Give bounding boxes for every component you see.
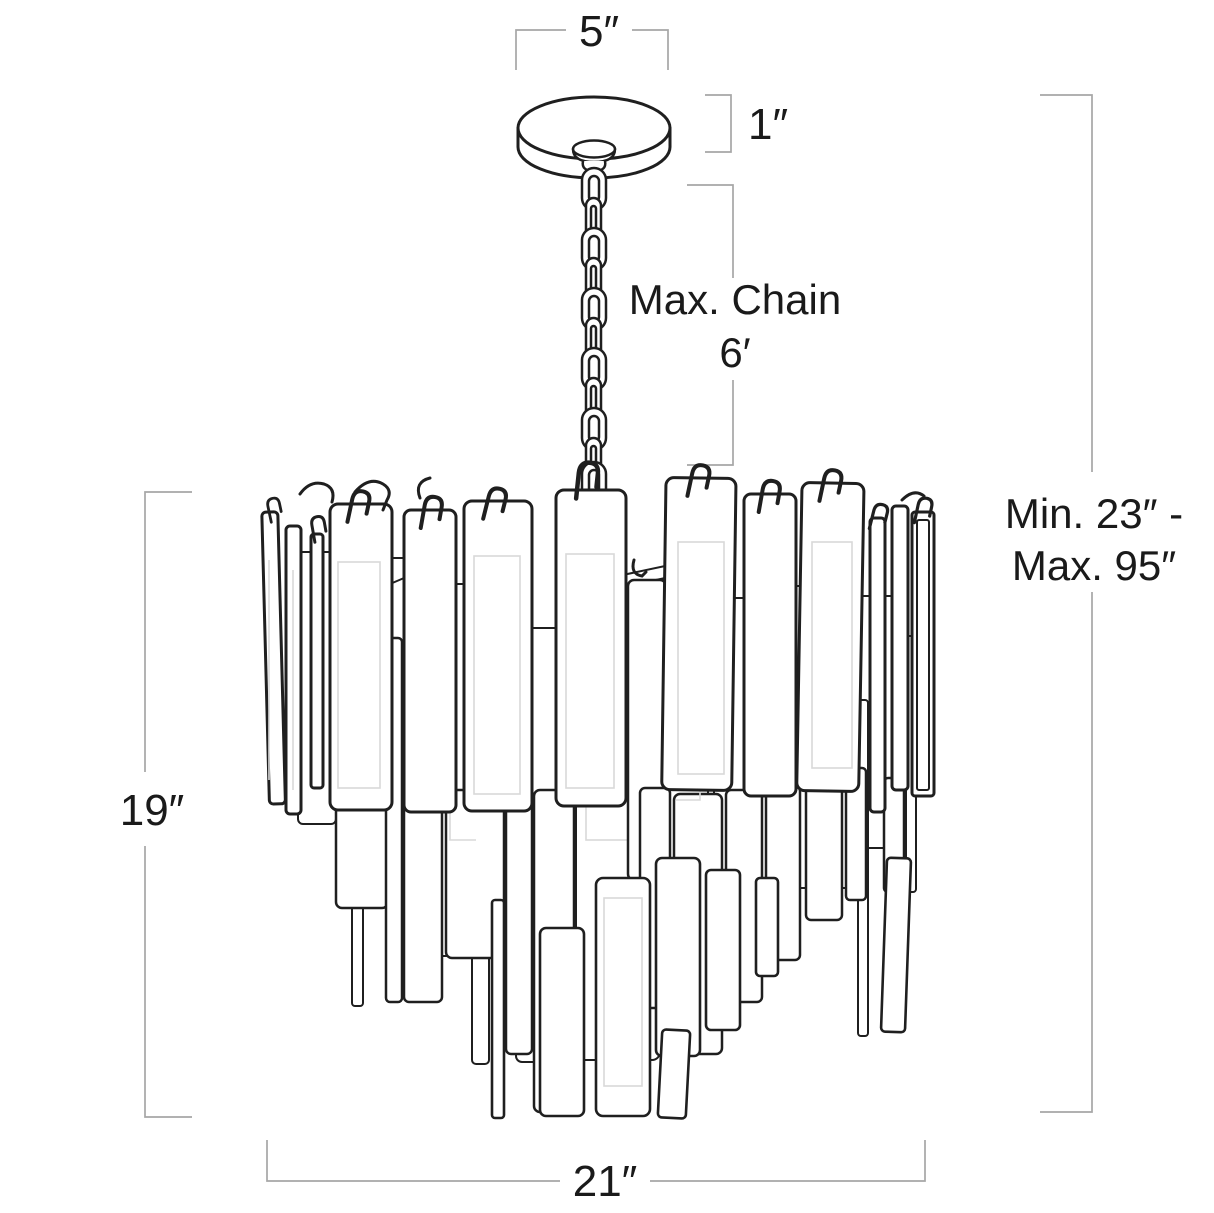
- glass-inner-line: [603, 897, 643, 1087]
- glass-strip: [654, 856, 702, 1058]
- glass-strip: [402, 508, 458, 814]
- chain-label-line2: 6′: [719, 329, 750, 376]
- glass-strip: [328, 502, 394, 812]
- dim-canopy-width: 5″: [515, 7, 669, 70]
- glass-strip: [868, 516, 887, 814]
- hanging-chain: [580, 166, 608, 506]
- glass-strip: [504, 792, 534, 1056]
- glass-strip: [538, 926, 586, 1118]
- glass-tier-front: [260, 462, 936, 816]
- glass-strip: [704, 868, 742, 1032]
- glass-inner-line: [268, 560, 294, 790]
- dim-line-chain: [687, 184, 734, 466]
- glass-strip: [742, 492, 798, 798]
- overall-height-label-line1: Min. 23″ -: [1005, 490, 1183, 537]
- ceiling-canopy: [516, 95, 672, 180]
- glass-strip: [490, 898, 506, 1120]
- glass-tier-bottom: [490, 856, 913, 1120]
- hanger-wire: [416, 476, 432, 500]
- canopy-hub: [571, 139, 617, 159]
- hanger-wire: [298, 481, 335, 504]
- glass-inner-line: [337, 561, 381, 789]
- fixture-body: [260, 462, 936, 1120]
- glass-strip: [804, 776, 844, 922]
- canopy-width-label: 5″: [579, 7, 619, 56]
- fixture-height-label: 19″: [120, 786, 185, 835]
- glass-strip: [594, 876, 652, 1118]
- glass-strip: [795, 481, 866, 793]
- glass-inner-line: [811, 541, 853, 769]
- dim-line-fixture-width: [266, 1140, 926, 1182]
- dim-chain-length: Max. Chain 6′: [629, 184, 841, 466]
- glass-strip: [660, 476, 738, 792]
- hanger-wire: [631, 558, 648, 578]
- dim-line-fixture-height: [144, 491, 192, 1118]
- hanger-wire: [900, 491, 926, 502]
- glass-strip: [309, 532, 325, 790]
- dim-line-canopy-width: [515, 29, 669, 70]
- glass-strip: [260, 510, 287, 806]
- glass-strip: [890, 504, 910, 792]
- glass-inner-line: [565, 553, 615, 789]
- glass-strip: [879, 856, 913, 1034]
- dim-canopy-height: 1″: [705, 94, 788, 153]
- glass-strip: [754, 876, 780, 978]
- chain-label-line1: Max. Chain: [629, 276, 841, 323]
- glass-strip: [656, 1028, 692, 1120]
- dim-line-overall-height: [1040, 94, 1093, 1113]
- hanger-wire: [353, 479, 391, 512]
- glass-strip: [402, 792, 444, 1004]
- glass-strip: [462, 499, 534, 813]
- dimension-annotations: 5″ 1″ Max. Chain 6′ Min. 23″ - Max. 95″ …: [120, 7, 1183, 1206]
- fixture-width-label: 21″: [573, 1157, 638, 1206]
- glass-strip: [554, 488, 628, 808]
- dim-line-canopy-height: [705, 94, 732, 153]
- canopy-height-label: 1″: [748, 100, 788, 149]
- dim-overall-height: Min. 23″ - Max. 95″: [1005, 94, 1183, 1113]
- glass-strip: [916, 519, 930, 791]
- overall-height-label-line2: Max. 95″: [1012, 542, 1176, 589]
- glass-inner-line: [473, 555, 521, 795]
- dim-fixture-height: 19″: [120, 491, 192, 1118]
- glass-inner-line: [677, 541, 725, 775]
- dim-fixture-width: 21″: [266, 1140, 926, 1206]
